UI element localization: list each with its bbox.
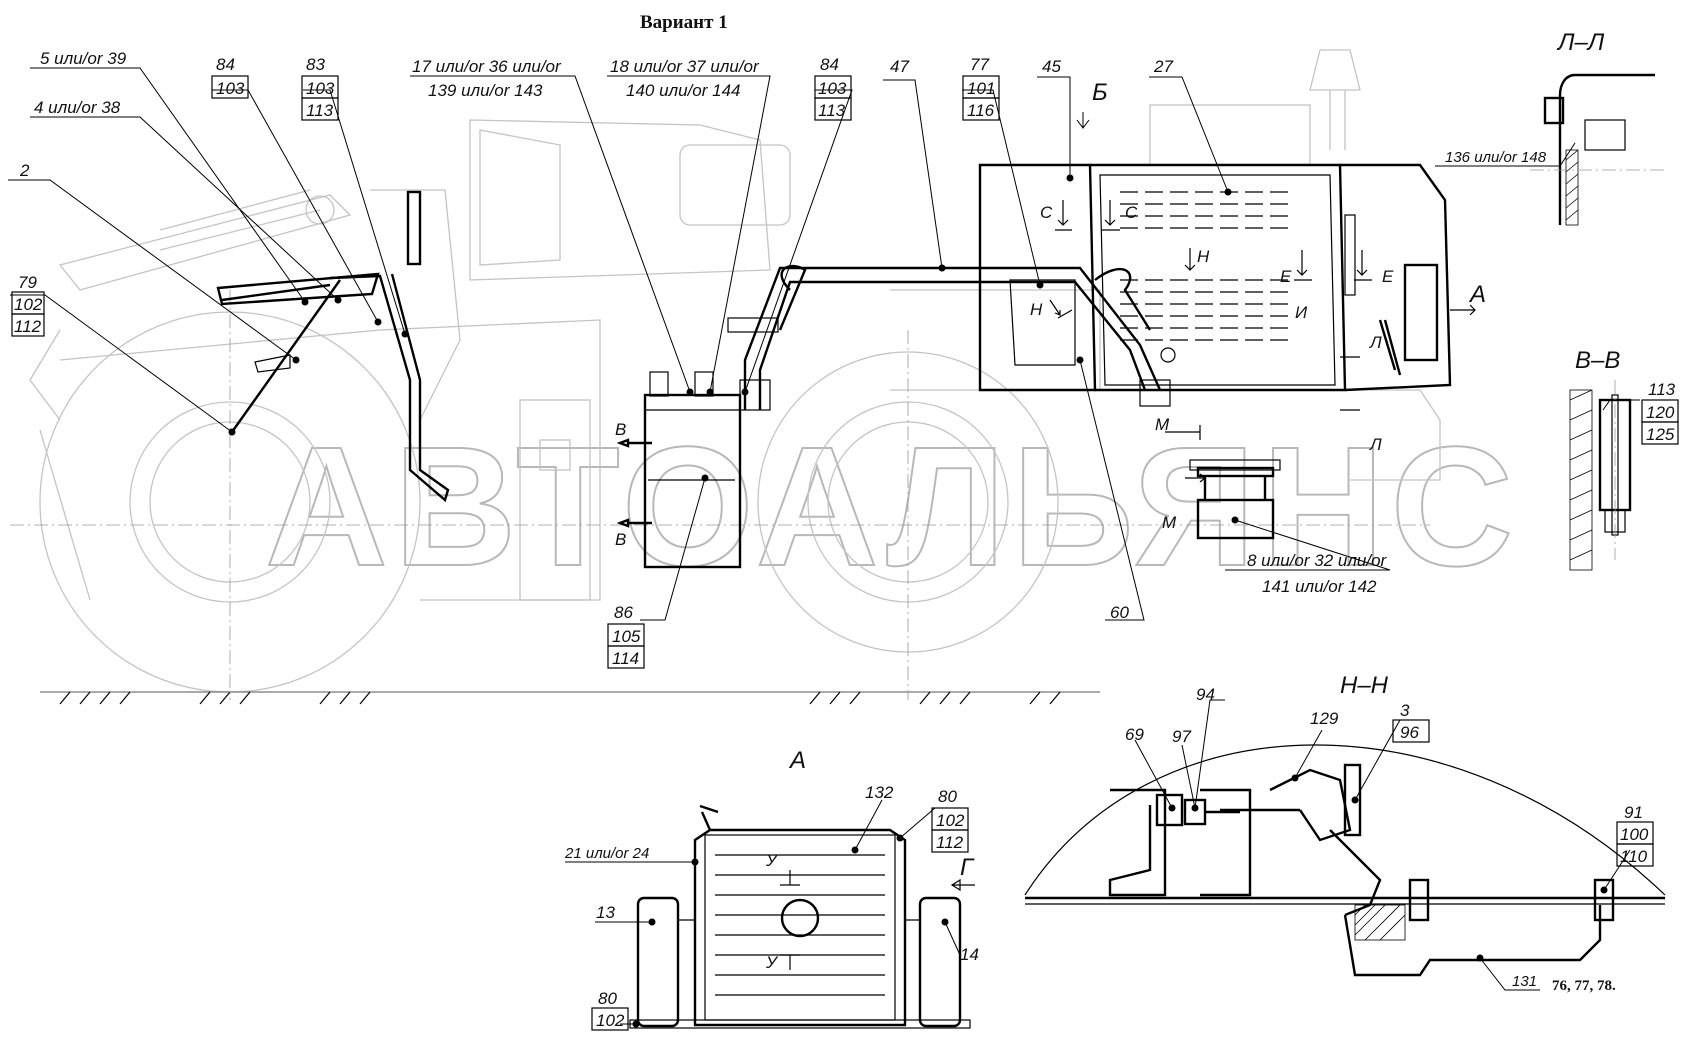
label-u2: У [765,953,779,972]
callout-97: 97 [1172,727,1191,746]
callout-3: 3 [1400,701,1410,720]
view-a: А 132 80 102 112 21 или/or 24 13 14 80 [564,747,979,1031]
label-c2: С [1125,203,1138,222]
callout-94: 94 [1196,685,1215,704]
callout-112b: 112 [936,833,964,852]
label-l1: Л [1369,333,1382,352]
callout-141-142: 141 или/or 142 [1262,577,1377,596]
callout-116: 116 [967,101,995,120]
drawing-title: Вариант 1 [640,12,728,33]
callout-132: 132 [865,783,894,802]
section-ll-title: Л–Л [1556,29,1605,56]
callout-21-24: 21 или/or 24 [564,845,649,862]
callout-113c: 113 [1648,380,1676,399]
callout-91: 91 [1624,803,1643,822]
callout-5-39: 5 или/or 39 [40,49,127,68]
callout-45: 45 [1042,57,1061,76]
callout-84b: 84 [820,55,839,74]
callout-86: 86 [614,603,633,622]
callout-8-32: 8 или/or 32 или/or [1247,551,1388,570]
rear-handrail-assembly [216,190,450,503]
callout-77: 77 [970,55,989,74]
callout-60: 60 [1110,603,1129,622]
callout-76-78: 76, 77, 78. [1552,978,1616,994]
callout-17-36: 17 или/or 36 или/or [412,57,562,76]
callout-69: 69 [1125,725,1144,744]
label-n2: Н [1030,300,1043,319]
section-vv: В–В 113 120 125 [1569,347,1679,571]
callout-102a: 102 [14,295,43,314]
machine-ghost-outline [29,49,1441,705]
label-a-arrow: А [1468,281,1486,308]
callout-129: 129 [1310,709,1339,728]
label-c1: С [1040,203,1053,222]
callout-18-37: 18 или/or 37 или/or [610,57,760,76]
callout-103c: 103 [818,79,847,98]
label-u1: У [765,851,779,870]
label-v1: В [615,420,626,439]
section-vv-title: В–В [1575,347,1620,374]
callout-80b: 80 [598,989,617,1008]
callout-125: 125 [1646,425,1675,444]
label-g: Г [960,854,975,881]
callout-96: 96 [1400,723,1419,742]
callout-2: 2 [19,161,30,180]
callout-47: 47 [890,57,909,76]
callout-139-143: 139 или/or 143 [428,81,543,100]
callout-103b: 103 [306,79,335,98]
label-b: Б [1092,79,1108,106]
section-nn: Н–Н 69 94 97 129 3 96 [1024,672,1666,994]
section-nn-title: Н–Н [1340,672,1389,699]
main-view-labels: 5 или/or 39 4 или/or 38 2 79 102 112 84 … [11,49,1486,669]
view-a-title: А [788,747,806,774]
main-handrail [727,264,1171,411]
callout-103a: 103 [216,79,245,98]
callout-27: 27 [1153,57,1173,76]
callout-113a: 113 [306,101,334,120]
callout-136-148: 136 или/or 148 [1445,149,1547,166]
label-n1: Н [1197,247,1210,266]
callout-4-38: 4 или/or 38 [34,98,121,117]
section-ll: Л–Л 136 или/or 148 [1445,29,1665,226]
callout-13: 13 [596,903,615,922]
callout-101: 101 [967,79,995,98]
callout-100: 100 [1620,825,1649,844]
callout-131: 131 [1512,973,1537,990]
callout-102b: 102 [936,811,965,830]
callout-112a: 112 [14,317,42,336]
label-v2: В [615,530,626,549]
watermark: АВТОАЛЬЯНС [265,412,1519,602]
label-e2: Е [1382,267,1394,286]
callout-110: 110 [1620,847,1648,866]
leader-lines [8,67,1640,621]
callout-105: 105 [612,627,641,646]
callout-80a: 80 [938,787,957,806]
callout-83: 83 [306,55,325,74]
callout-114: 114 [612,649,639,668]
callout-113b: 113 [818,101,846,120]
step-ladder [1189,459,1281,540]
callout-120: 120 [1646,403,1675,422]
label-i: И [1295,303,1308,322]
label-e1: Е [1280,267,1292,286]
label-m1: М [1155,415,1170,434]
callout-140-144: 140 или/or 144 [626,81,741,100]
callout-14: 14 [960,945,979,964]
battery-box [643,371,742,569]
callout-102c: 102 [596,1011,625,1030]
engine-hood-panel [978,163,1452,392]
label-m2: М [1162,513,1177,532]
callout-79: 79 [18,273,37,292]
section-markers [616,112,1476,528]
callout-84a: 84 [216,55,235,74]
label-l2: Л [1369,435,1382,454]
